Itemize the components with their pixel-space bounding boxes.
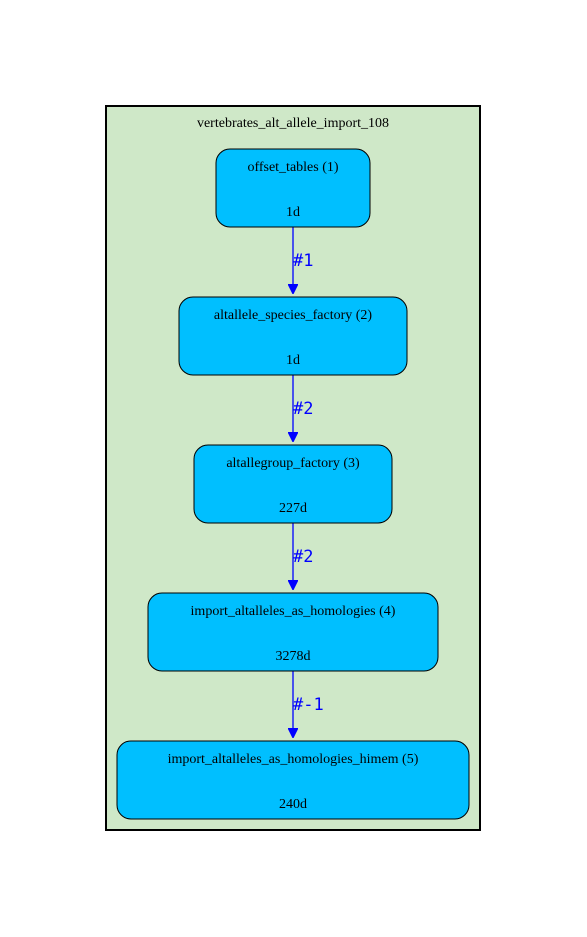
edge-label-3-to-4: #2 bbox=[293, 547, 313, 567]
nodes-group: offset_tables (1) 1d altallele_species_f… bbox=[116, 148, 470, 820]
node-label: altallele_species_factory (2) bbox=[214, 308, 373, 323]
node-count: 1d bbox=[286, 205, 300, 220]
edge-label-4-to-5: #-1 bbox=[293, 695, 324, 715]
node-altallele-species-factory[interactable]: altallele_species_factory (2) 1d bbox=[178, 296, 408, 376]
cluster-title: vertebrates_alt_allele_import_108 bbox=[197, 116, 389, 131]
node-count: 240d bbox=[279, 797, 307, 812]
node-box bbox=[116, 740, 470, 820]
node-label: offset_tables (1) bbox=[247, 160, 338, 175]
node-import-altalleles-as-homologies[interactable]: import_altalleles_as_homologies (4) 3278… bbox=[147, 592, 439, 672]
edges-group: #1 #2 #2 #-1 bbox=[293, 227, 324, 737]
node-box bbox=[178, 296, 408, 376]
node-count: 3278d bbox=[276, 649, 311, 664]
node-label: altallegroup_factory (3) bbox=[226, 456, 360, 471]
node-box bbox=[193, 444, 393, 524]
node-offset-tables[interactable]: offset_tables (1) 1d bbox=[215, 148, 371, 228]
node-count: 227d bbox=[279, 501, 307, 516]
node-count: 1d bbox=[286, 353, 300, 368]
edge-label-2-to-3: #2 bbox=[293, 399, 313, 419]
node-label: import_altalleles_as_homologies (4) bbox=[191, 604, 396, 619]
node-label: import_altalleles_as_homologies_himem (5… bbox=[168, 752, 419, 767]
node-altallegroup-factory[interactable]: altallegroup_factory (3) 227d bbox=[193, 444, 393, 524]
node-box bbox=[147, 592, 439, 672]
node-import-altalleles-as-homologies-himem[interactable]: import_altalleles_as_homologies_himem (5… bbox=[116, 740, 470, 820]
edge-label-1-to-2: #1 bbox=[293, 251, 313, 271]
node-box bbox=[215, 148, 371, 228]
